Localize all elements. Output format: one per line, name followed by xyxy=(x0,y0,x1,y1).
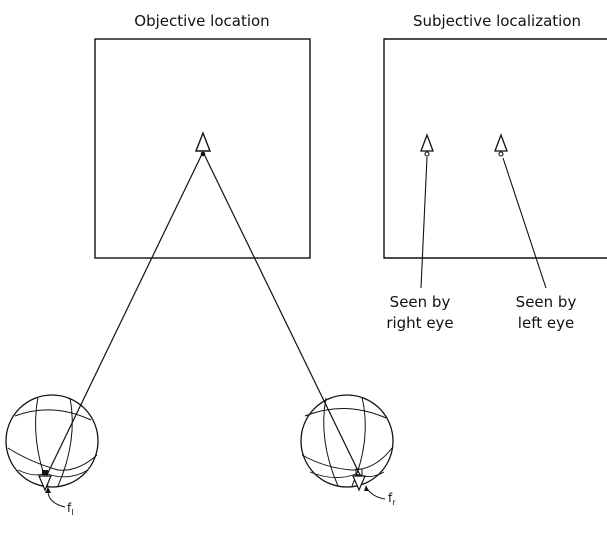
left-fovea-spot xyxy=(42,470,48,475)
right-fovea-arrowhead xyxy=(364,485,369,491)
seen-by-right-eye-label-line1: Seen by xyxy=(390,293,451,311)
right-eye-target-marker xyxy=(420,133,434,157)
objective-location-frame xyxy=(94,38,311,259)
seen-by-left-eye-label-line2: left eye xyxy=(518,314,574,332)
left-fovea-arrowhead xyxy=(45,487,51,493)
left-fovea-label: fl xyxy=(67,501,73,517)
right-fovea-label: fr xyxy=(388,491,396,507)
seen-by-left-eye-label-line1: Seen by xyxy=(516,293,577,311)
seen-by-right-eye-label-line2: right eye xyxy=(386,314,453,332)
subjective-localization-title: Subjective localization xyxy=(413,12,581,30)
objective-location-title: Objective location xyxy=(134,12,269,30)
right-eye-leader-line xyxy=(420,156,428,289)
left-eye-target-marker xyxy=(494,133,508,157)
right-eye-line-of-sight xyxy=(202,151,363,480)
left-eyeball xyxy=(5,394,99,492)
left-fovea-pointer xyxy=(47,490,66,508)
left-eye-line-of-sight xyxy=(44,151,204,480)
right-eyeball xyxy=(300,394,394,492)
left-fovea-image-marker xyxy=(38,475,52,492)
left-eye-leader-line xyxy=(502,157,547,289)
right-fovea-pointer xyxy=(365,486,386,500)
right-fovea-spot xyxy=(355,468,363,476)
right-fovea-image-marker xyxy=(352,475,366,492)
subjective-localization-frame xyxy=(383,38,607,259)
